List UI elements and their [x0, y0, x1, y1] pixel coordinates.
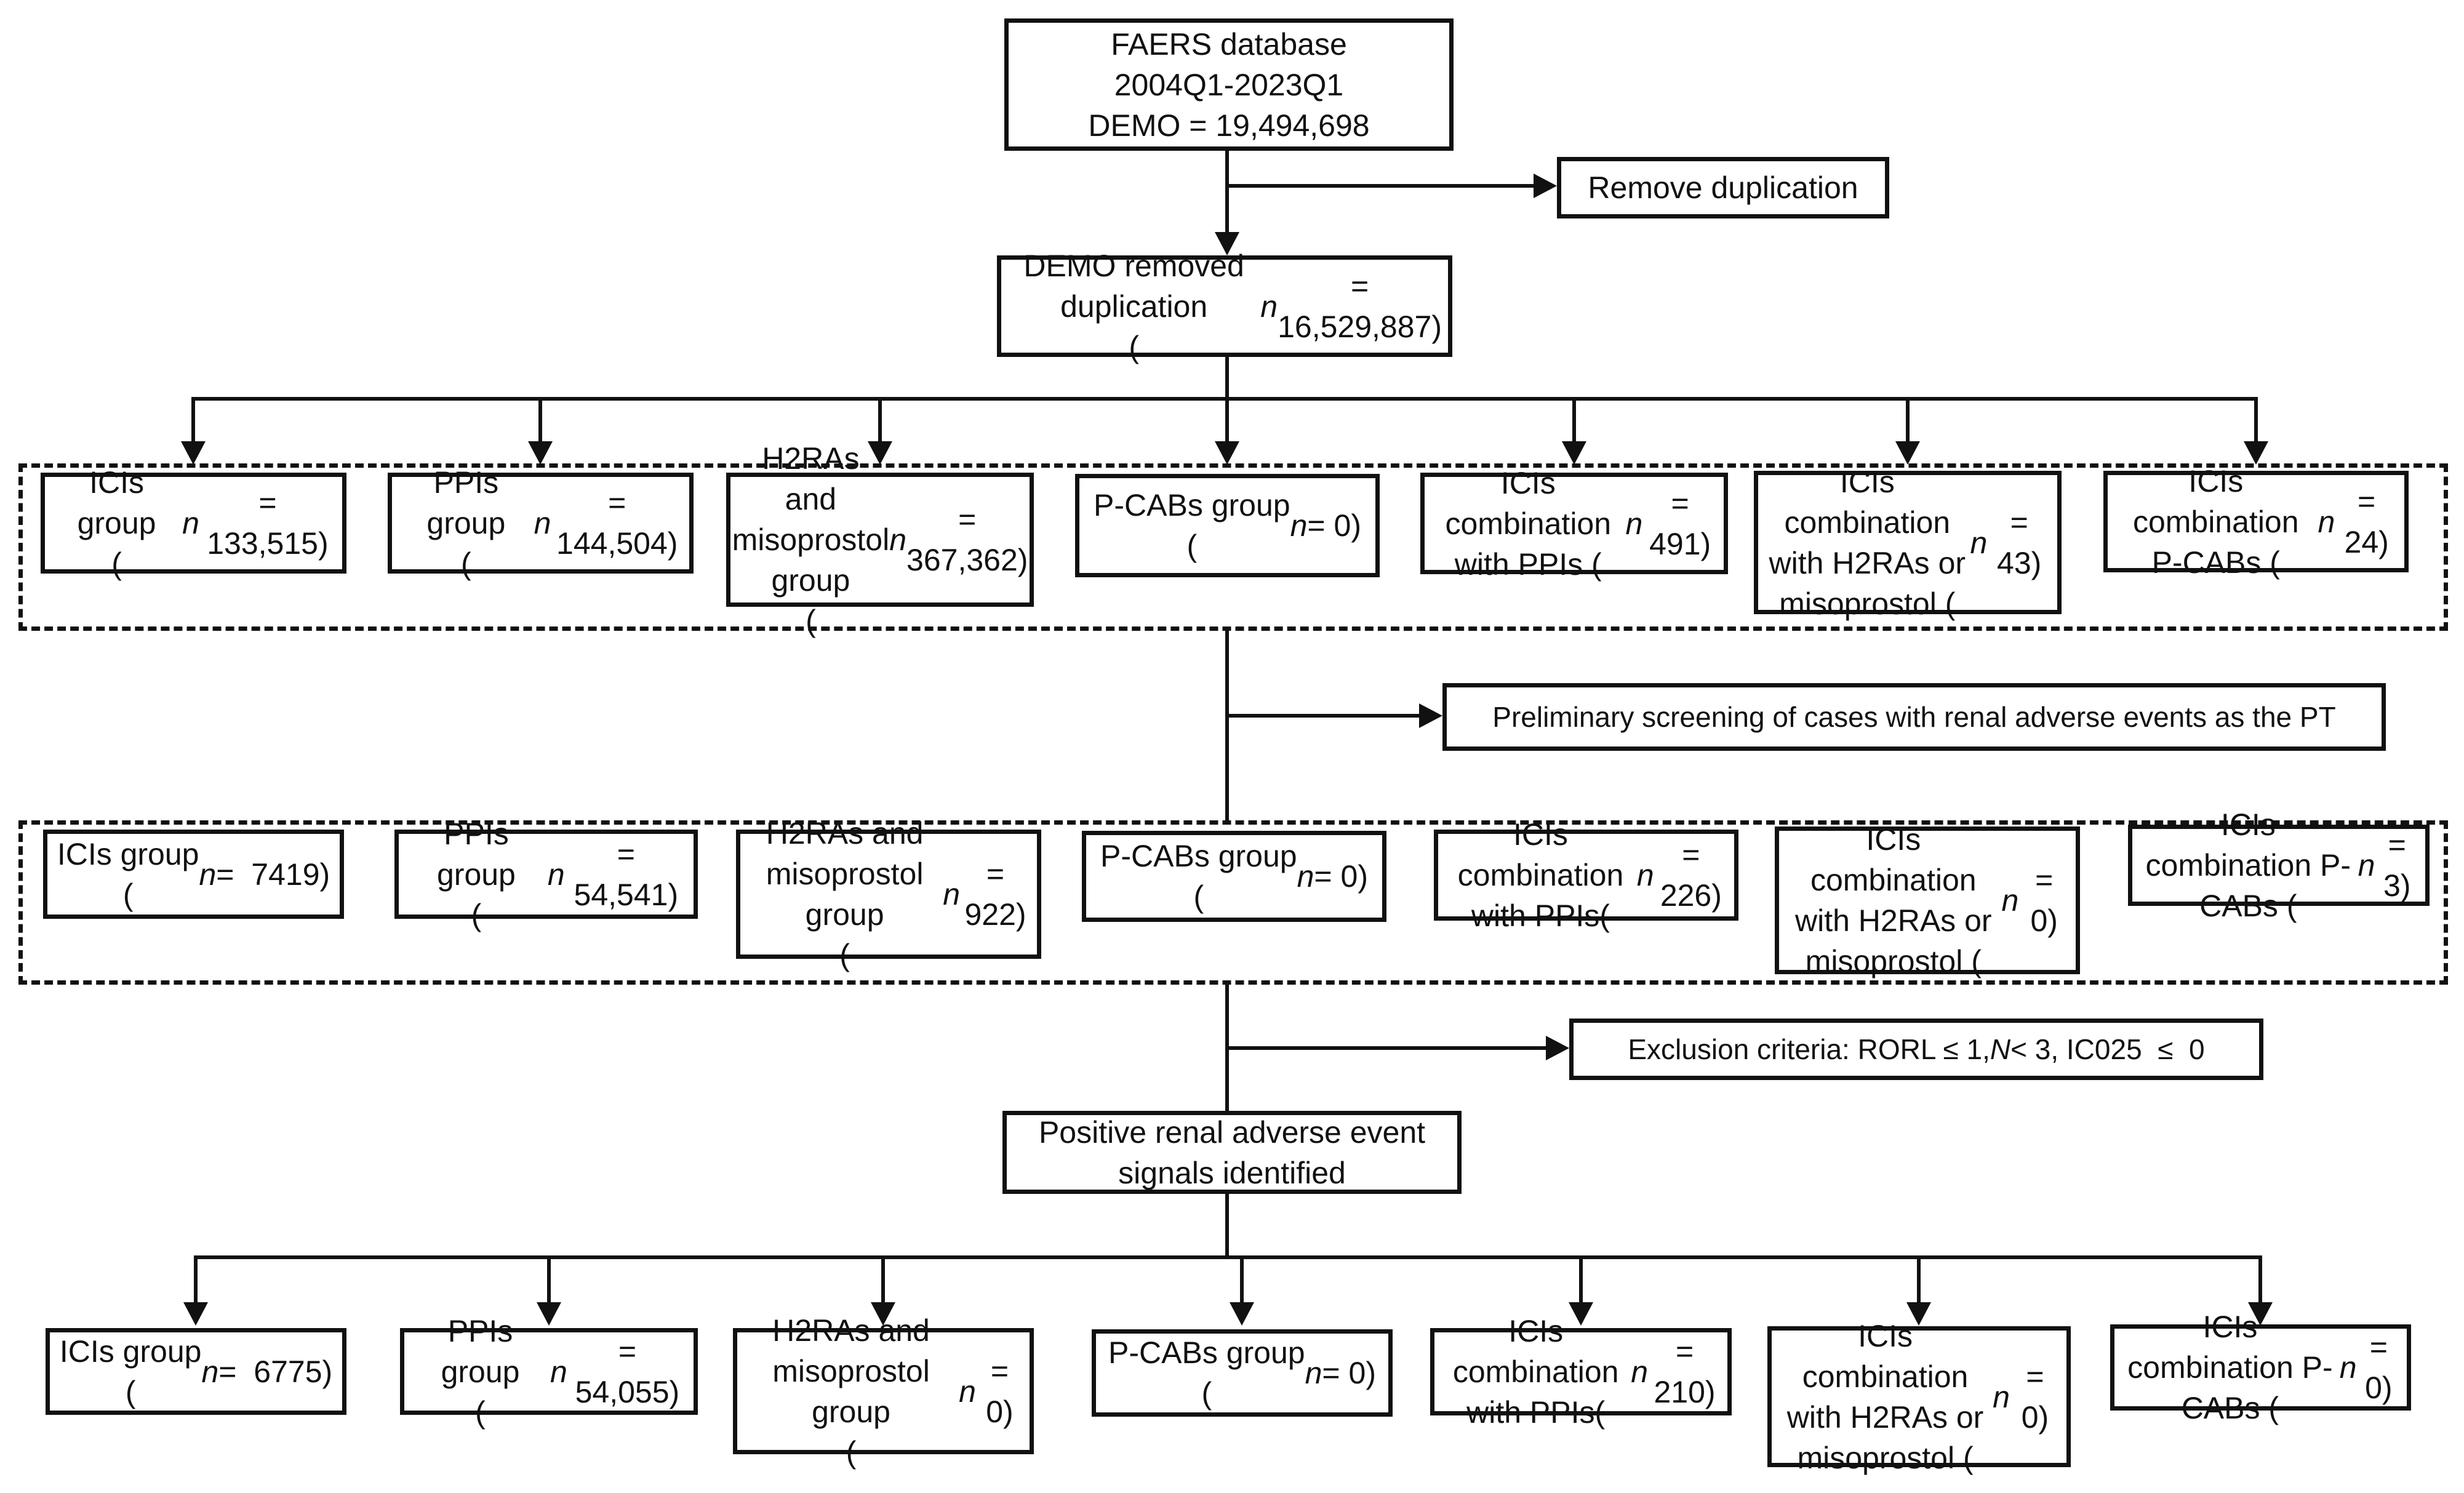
arrowhead-right-icon [1534, 174, 1557, 198]
connector-drop-r1-5 [1572, 397, 1576, 444]
connector-drop-r1-6 [1906, 397, 1910, 444]
row2-icis-h2ras-combo-box: ICIs combination with H2RAs or misoprost… [1775, 822, 2080, 979]
row2-icis-pcabs-combo-box: ICIs combination P- CABs (n = 3) [2128, 807, 2430, 923]
screening-box: Preliminary screening of cases with rena… [1442, 683, 2386, 751]
connector-drop-r1-1 [191, 397, 195, 444]
connector-drop-r3-6 [1917, 1255, 1921, 1303]
arrowhead-down-icon [1895, 441, 1920, 465]
row1-h2ras-misoprostol-box: H2RAs and misoprostol group (n = 367,362… [726, 441, 1034, 638]
row3-pcabs-group-box: P-CABs group (n = 0) [1092, 1329, 1393, 1417]
row1-pcabs-group-box: P-CABs group (n = 0) [1075, 474, 1380, 577]
connector-drop-r1-4 [1225, 397, 1229, 444]
connector-drop-r3-1 [194, 1255, 198, 1303]
split-line-row3 [196, 1255, 2260, 1259]
row3-icis-pcabs-combo-box: ICIs combination P- CABs (n = 0) [2110, 1310, 2411, 1425]
group-container-row1 [18, 463, 2448, 631]
connector-drop-r3-2 [547, 1255, 551, 1303]
arrowhead-down-icon [1215, 441, 1239, 465]
row1-ppis-group-box: PPIs group (n = 144,504) [388, 465, 694, 581]
remove-duplication-box: Remove duplication [1557, 157, 1889, 218]
row2-icis-ppis-combo-box: ICIs combination with PPIs(n = 226) [1434, 817, 1738, 933]
arrowhead-down-icon [537, 1302, 561, 1326]
arrowhead-down-icon [1906, 1302, 1931, 1326]
split-line-row1 [193, 397, 2256, 401]
positive-signals-box: Positive renal adverse event signals ide… [1002, 1111, 1462, 1194]
arrowhead-right-icon [1546, 1036, 1569, 1060]
row1-icis-group-box: ICIs group (n = 133,515) [41, 465, 346, 581]
connector-demo-to-split [1225, 357, 1229, 401]
arrowhead-down-icon [1562, 441, 1586, 465]
row3-icis-h2ras-combo-box: ICIs combination with H2RAs or misoprost… [1767, 1319, 2071, 1475]
arrowhead-down-icon [181, 441, 206, 465]
connector-drop-r3-5 [1579, 1255, 1583, 1303]
arrowhead-down-icon [868, 441, 892, 465]
row2-h2ras-misoprostol-box: H2RAs and misoprostol group (n = 922) [736, 816, 1041, 972]
group-container-row2 [18, 820, 2448, 985]
arrowhead-down-icon [1215, 232, 1239, 255]
row3-h2ras-misoprostol-box: H2RAs and misoprostol group (n = 0) [733, 1313, 1034, 1470]
connector-branch-screening [1227, 714, 1422, 718]
row1-icis-ppis-combo-box: ICIs combination with PPIs (n = 491) [1420, 466, 1728, 582]
connector-drop-r1-3 [878, 397, 882, 444]
arrowhead-down-icon [1230, 1302, 1254, 1326]
exclusion-box: Exclusion criteria: RORL ≤ 1, N < 3, IC0… [1569, 1019, 2263, 1080]
row1-icis-pcabs-combo-box: ICIs combination P-CABs (n = 24) [2103, 464, 2409, 580]
row2-pcabs-group-box: P-CABs group (n = 0) [1082, 831, 1386, 922]
connector-drop-r1-2 [538, 397, 542, 444]
row3-ppis-group-box: PPIs group (n = 54,055) [400, 1314, 698, 1430]
connector-faers-to-demo [1225, 151, 1229, 235]
row3-icis-group-box: ICIs group (n = 6775) [46, 1328, 346, 1415]
row1-icis-h2ras-combo-box: ICIs combination with H2RAs or misoprost… [1754, 465, 2062, 621]
faers-database-box: FAERS database 2004Q1-2023Q1 DEMO = 19,4… [1004, 18, 1454, 151]
demo-dedup-box: DEMO removed duplication (n = 16,529,887… [997, 249, 1452, 364]
connector-branch-exclusion [1227, 1046, 1548, 1050]
arrowhead-down-icon [2244, 441, 2268, 465]
arrowhead-down-icon [2248, 1302, 2273, 1326]
connector-drop-r3-4 [1240, 1255, 1244, 1303]
connector-row1-to-row2 [1225, 631, 1229, 820]
arrowhead-down-icon [1569, 1302, 1593, 1326]
connector-drop-r1-7 [2254, 397, 2258, 444]
row2-ppis-group-box: PPIs group (n = 54,541) [394, 817, 698, 932]
arrowhead-right-icon [1419, 703, 1442, 728]
row3-icis-ppis-combo-box: ICIs combination with PPIs(n = 210) [1430, 1314, 1732, 1430]
connector-drop-r3-7 [2258, 1255, 2262, 1303]
row2-icis-group-box: ICIs group (n = 7419) [43, 830, 344, 919]
arrowhead-down-icon [528, 441, 553, 465]
arrowhead-down-icon [183, 1302, 208, 1326]
connector-positive-to-split [1225, 1194, 1229, 1259]
connector-branch-remove-dup [1227, 184, 1535, 188]
connector-drop-r3-3 [881, 1255, 885, 1303]
arrowhead-down-icon [871, 1302, 895, 1326]
